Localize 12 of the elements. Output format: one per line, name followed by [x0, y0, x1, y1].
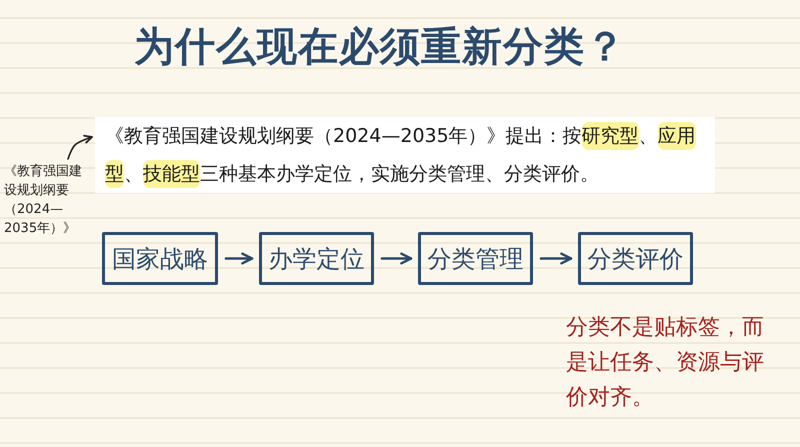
- quote-panel: 《教育强国建设规划纲要（2024—2035年）》提出：按研究型、应用型、技能型三种基本办学定位，实施分类管理、分类评价。: [95, 117, 715, 193]
- title: 为什么现在必须重新分类？: [133, 23, 627, 72]
- arrow: [540, 252, 572, 264]
- process-box: 分类管理: [418, 232, 533, 285]
- curved-arrow: [67, 134, 93, 160]
- arrow: [380, 252, 412, 264]
- process-box: 国家战略: [102, 232, 218, 285]
- arrow: [224, 252, 254, 264]
- process-box: 分类评价: [578, 232, 693, 285]
- note-text: 分类不是贴标签，而是让任务、资源与评价对齐。: [566, 314, 765, 412]
- source-label: 《教育强国建设规划纲要（2024—2035年）》: [4, 162, 94, 240]
- process-box: 办学定位: [259, 232, 374, 285]
